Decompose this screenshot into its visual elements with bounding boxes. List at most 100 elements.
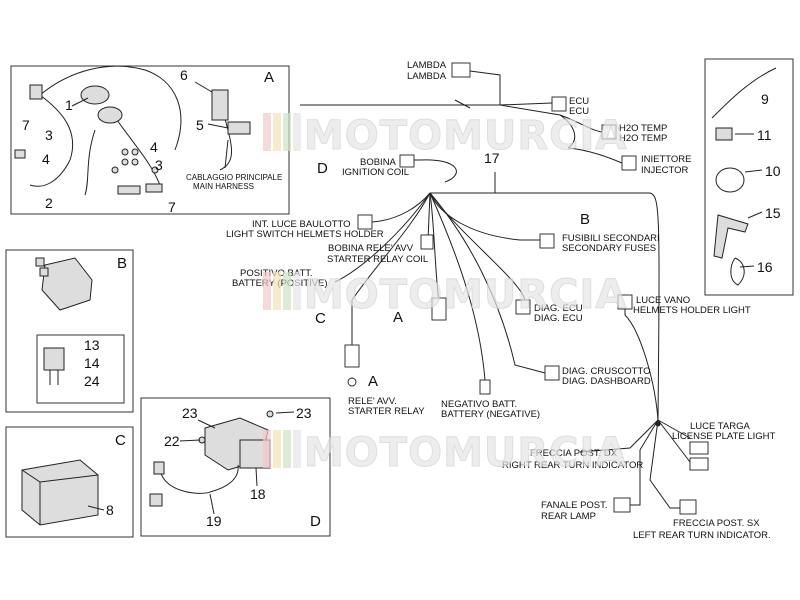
injector-connector: [621, 155, 637, 171]
panel-b-letter: B: [117, 255, 127, 272]
ignition-coil-connector: [399, 154, 415, 168]
helmets-light-label-2: HELMETS HOLDER LIGHT: [633, 305, 751, 316]
callout-1: 1: [65, 97, 73, 113]
panel-d: D 23 23 22 18 19: [140, 397, 331, 537]
fuse-icon: [43, 347, 65, 371]
ignition-switch: [80, 85, 110, 105]
watermarks: MOTOMURCIA MOTOMURCIA MOTOMURCIA: [263, 113, 627, 477]
callout-4: 4: [42, 151, 50, 167]
connector-part: [29, 84, 43, 100]
ecu-label-1: ECU: [569, 96, 589, 107]
inline-fuse: [431, 297, 447, 321]
license-plate-label-2: LICENSE PLATE LIGHT: [672, 431, 775, 442]
callout-6: 6: [180, 67, 188, 83]
helmets-light-label-1: LUCE VANO: [636, 295, 690, 306]
lambda-label-2: LAMBDA: [407, 71, 447, 82]
starter-relay-coil-connector: [420, 234, 434, 250]
battery-negative-connector: [479, 379, 491, 395]
bolt-part: [715, 127, 733, 141]
schematic-boxes: [344, 62, 709, 515]
callout-19: 19: [206, 513, 222, 529]
callout-24: 24: [84, 373, 100, 389]
watermark-text: MOTOMURCIA: [304, 272, 627, 318]
callout-11: 11: [757, 127, 772, 143]
ignition-coil-label-2: IGNITION COIL: [342, 167, 409, 178]
secondary-fuses-connector: [539, 233, 555, 249]
letter-c: C: [315, 310, 326, 327]
letter-d: D: [317, 160, 328, 177]
harness-connector: [211, 89, 229, 121]
callout-7: 7: [22, 117, 30, 133]
injector-label-2: INJECTOR: [641, 165, 688, 176]
callout-21: 22: [164, 433, 180, 449]
fuses-label-1: FUSIBILI SECONDARI: [562, 233, 660, 244]
light-switch-connector: [357, 214, 373, 230]
relay-coil-label-1: BOBINA RELE' AVV: [328, 243, 414, 254]
callout-3: 3: [45, 127, 53, 143]
panel-a-letter: A: [264, 69, 274, 86]
letter-a-low: A: [368, 373, 378, 390]
diag-dashboard-connector: [544, 365, 560, 381]
left-turn-label-2: LEFT REAR TURN INDICATOR.: [633, 530, 771, 541]
clamp-part: [715, 167, 745, 193]
letter-b: B: [580, 211, 590, 228]
watermark-text: MOTOMURCIA: [304, 430, 627, 476]
callout-16: 16: [757, 259, 773, 275]
callout-7b: 7: [168, 199, 176, 215]
callout-2: 2: [45, 195, 53, 211]
fuses-label-2: SECONDARY FUSES: [562, 243, 656, 254]
terminal-part: [145, 183, 163, 193]
watermark-bottom: MOTOMURCIA: [263, 430, 627, 477]
starter-relay-connector: [344, 344, 360, 368]
battery: [21, 459, 99, 526]
callout-5: 5: [196, 117, 204, 133]
schematic-wires: [300, 70, 691, 509]
h2o-temp-connector: [601, 124, 617, 140]
callout-13: 13: [84, 337, 100, 353]
left-turn-connector: [679, 499, 697, 515]
callout-10: 10: [765, 163, 781, 179]
watermark-mid: MOTOMURCIA: [263, 272, 627, 319]
callout-14: 14: [84, 355, 100, 371]
h2o-label-2: H2O TEMP: [619, 133, 667, 144]
right-turn-label-1: FRECCIA POST. DX: [530, 448, 618, 459]
callout-17: 17: [484, 150, 500, 166]
battery-negative-label-1: NEGATIVO BATT.: [441, 399, 517, 410]
callout-8: 8: [106, 502, 114, 518]
starter-relay-label-2: STARTER RELAY: [348, 406, 425, 417]
bracket-part: [713, 214, 749, 259]
callout-18: 18: [250, 486, 266, 502]
battery-negative-label-2: BATTERY (NEGATIVE): [441, 409, 540, 420]
license-plate-connector-2: [689, 457, 709, 471]
lambda-connector: [451, 62, 471, 78]
diag-ecu-label-1: DIAG. ECU: [534, 303, 583, 314]
panel-c: C 8: [5, 426, 134, 538]
callout-15: 15: [765, 205, 781, 221]
lambda-label-1: LAMBDA: [407, 60, 447, 71]
relay-coil-label-2: STARTER RELAY COIL: [327, 254, 428, 265]
terminal-part: [117, 185, 141, 195]
callout-9: 9: [761, 91, 769, 107]
helmets-light-connector: [617, 294, 633, 310]
injector-label-1: INIETTORE: [641, 154, 692, 165]
ecu-connector: [551, 96, 567, 112]
main-harness-label-en: MAIN HARNESS: [193, 182, 254, 191]
callout-3b: 3: [155, 157, 163, 173]
rear-lamp-label-1: FANALE POST.: [541, 500, 608, 511]
left-turn-label-1: FRECCIA POST. SX: [673, 518, 760, 529]
callout-23: 23: [296, 405, 312, 421]
panel-c-letter: C: [115, 432, 126, 449]
diag-dash-label-1: DIAG. CRUSCOTTO: [562, 366, 651, 377]
h2o-label-1: H2O TEMP: [619, 123, 667, 134]
cable-part: [711, 67, 777, 119]
callout-22: 23: [182, 405, 198, 421]
main-harness-label-it: CABLAGGIO PRINCIPALE: [186, 173, 282, 182]
harness-clip: [227, 121, 251, 135]
rear-lamp-connector: [613, 497, 631, 513]
diag-ecu-label-2: DIAG. ECU: [534, 313, 583, 324]
ignition-coil-label-1: BOBINA: [360, 157, 397, 168]
clip-part: [730, 257, 745, 286]
license-plate-connector-1: [689, 441, 709, 455]
screw-part: [14, 149, 26, 159]
